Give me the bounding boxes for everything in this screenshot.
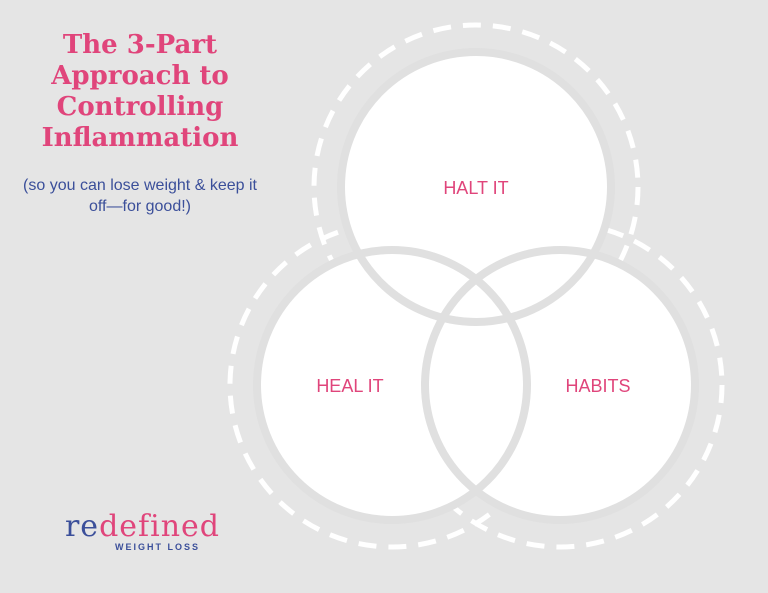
- label-halt-it: HALT IT: [443, 178, 508, 198]
- subtitle: (so you can lose weight & keep it off—fo…: [23, 177, 257, 215]
- logo-text-defined: defined: [99, 509, 221, 544]
- logo: redefined WEIGHT LOSS: [60, 509, 225, 553]
- circle-outline-right: [421, 246, 699, 524]
- logo-tagline: WEIGHT LOSS: [115, 542, 200, 552]
- circle-outline-left: [253, 246, 531, 524]
- label-heal-it: HEAL IT: [316, 376, 383, 396]
- page-title: The 3-Part Approach to Controlling Infla…: [41, 30, 239, 153]
- logo-text-re: re: [64, 509, 100, 544]
- label-habits: HABITS: [565, 376, 630, 396]
- circle-outline-top: [337, 48, 615, 326]
